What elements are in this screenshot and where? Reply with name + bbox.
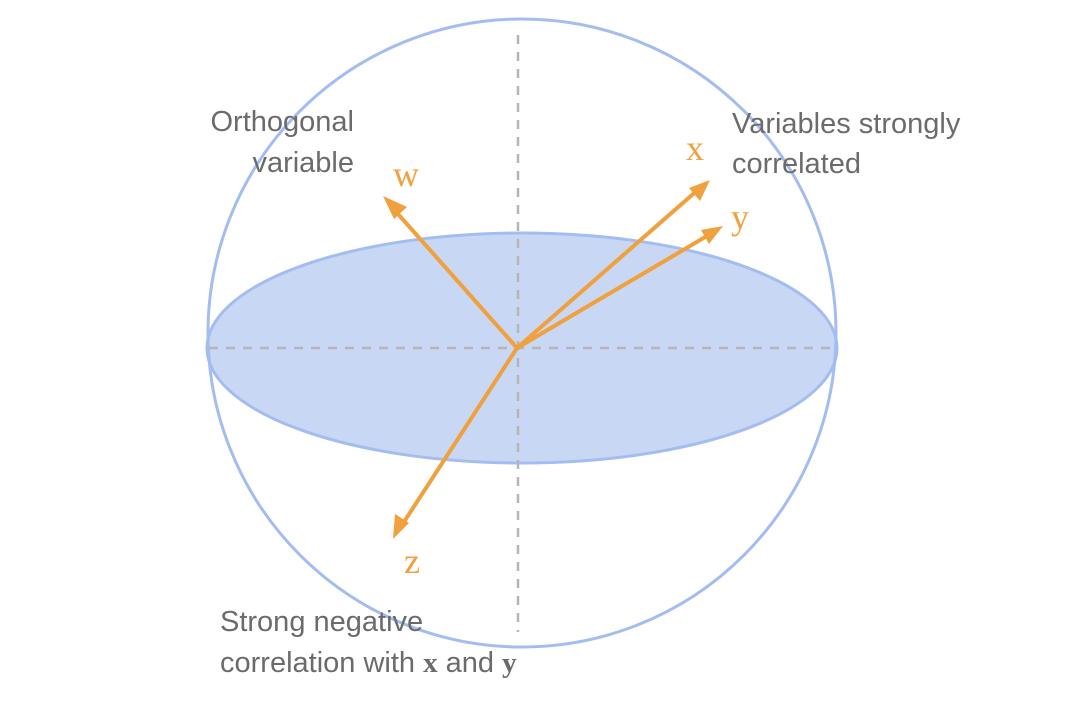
vector-w-arrowhead (383, 196, 407, 219)
orthogonal-annotation-line1: Orthogonal (211, 106, 355, 138)
sphere-outline (206, 17, 838, 649)
vector-x-arrow (515, 186, 702, 350)
negative-annotation-and: and (438, 647, 503, 679)
negative-annotation-line1: Strong negative (220, 606, 423, 638)
vector-y-arrowhead (701, 226, 723, 244)
correlated-annotation-line1: Variables strongly (732, 108, 961, 140)
vector-z-arrow (398, 346, 519, 530)
vector-w-label: w (393, 154, 419, 194)
negative-annotation-line2: correlation with x and y (220, 647, 517, 679)
negative-annotation-x: x (423, 647, 438, 679)
vector-x-arrowhead (689, 180, 710, 201)
vector-x-label: x (686, 128, 704, 168)
vector-arrows (383, 180, 723, 539)
vector-y-label: y (731, 197, 749, 237)
vector-z-arrowhead (393, 514, 409, 539)
correlated-annotation-line2: correlated (732, 148, 861, 180)
orthogonal-annotation-line2: variable (252, 147, 354, 179)
vector-z-label: z (404, 541, 420, 581)
negative-annotation-y: y (502, 647, 517, 679)
negative-annotation-prefix: correlation with (220, 647, 423, 679)
vector-w-arrow (388, 203, 519, 350)
vector-y-arrow (515, 231, 714, 350)
